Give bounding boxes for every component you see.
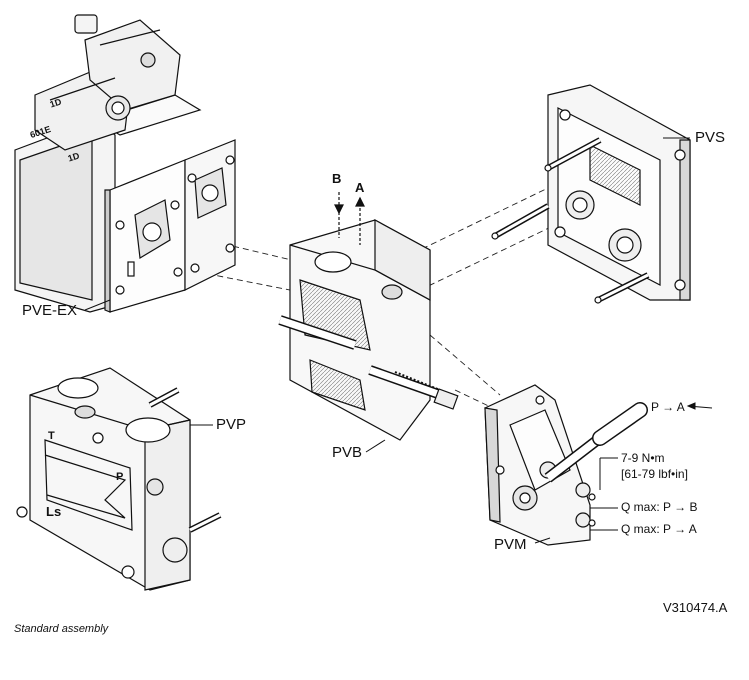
pvp-marking-ls: Ls: [46, 504, 62, 519]
port-label-a: A: [355, 180, 365, 195]
figure-caption: Standard assembly: [14, 623, 109, 635]
port-arrows: [334, 192, 365, 245]
label-pvs: PVS: [695, 129, 726, 146]
label-pvb: PVB: [332, 444, 363, 461]
torque-value-imperial: [61-79 lbf•in]: [621, 467, 688, 481]
port-label-b: B: [332, 171, 342, 186]
leader-lines: [84, 137, 713, 544]
pvp-marking-t: T: [48, 430, 55, 442]
qmax-b-label: Q max: P → B: [621, 500, 698, 514]
pve-ex-module: [14, 14, 236, 313]
drawing-reference: V310474.A: [663, 600, 728, 615]
pvp-module: [16, 367, 222, 591]
torque-value: 7-9 N•m: [621, 451, 665, 465]
label-pvm: PVM: [494, 536, 527, 553]
flow-direction-label: P → A: [651, 400, 685, 414]
label-pvp: PVP: [216, 416, 247, 433]
pvb-module: [278, 218, 459, 441]
qmax-a-label: Q max: P → A: [621, 522, 697, 536]
label-pve-ex: PVE-EX: [22, 302, 78, 319]
pvp-marking-p: P: [116, 471, 124, 483]
pvs-module: [491, 84, 691, 304]
pvm-module: [484, 384, 648, 546]
